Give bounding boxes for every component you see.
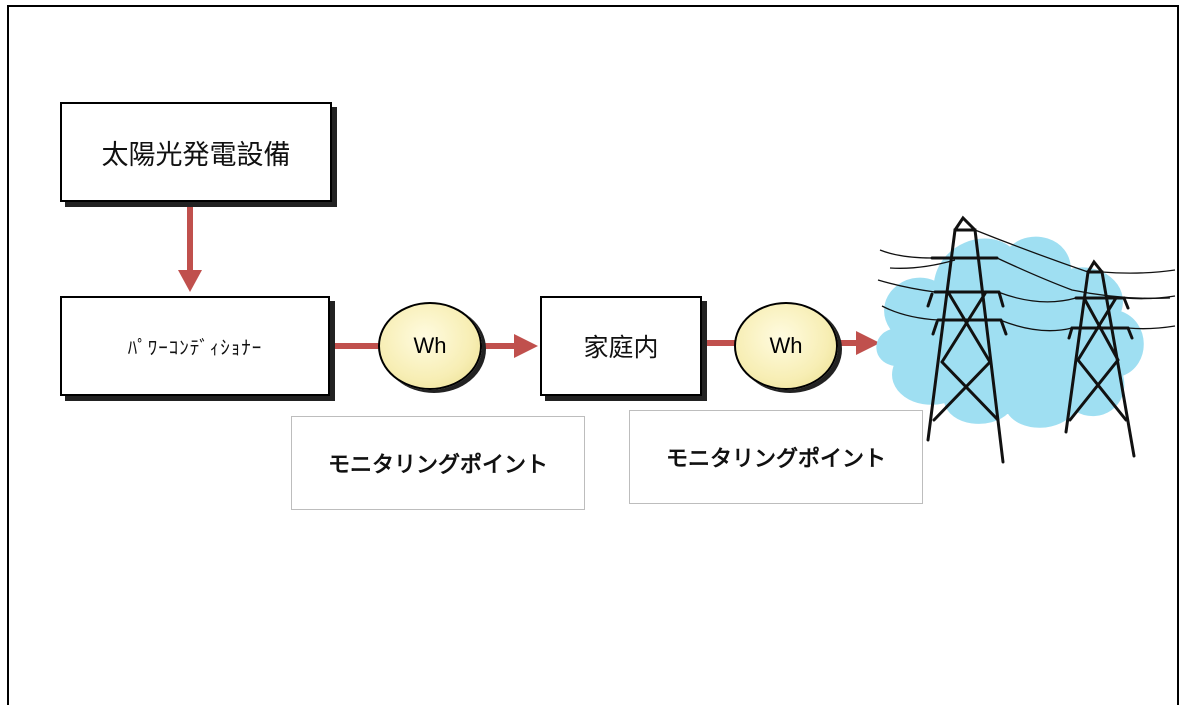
power-conditioner-box: ﾊﾟﾜｰｺﾝﾃﾞｨｼｮﾅｰ: [60, 296, 330, 396]
power-transmission-tower-icon: [926, 215, 1136, 464]
household-box: 家庭内: [540, 296, 702, 396]
diagram-frame: [7, 5, 1179, 705]
monitoring-point-label-2: モニタリングポイント: [629, 410, 923, 504]
power-lines: [877, 229, 1176, 332]
arrow-meter-to-home: [480, 334, 538, 358]
watt-hour-meter-2: Wh: [734, 302, 838, 390]
watt-hour-meter-1: Wh: [378, 302, 482, 390]
monitoring-point-label-1: モニタリングポイント: [291, 416, 585, 510]
arrow-meter-to-grid: [834, 331, 880, 355]
solar-power-equipment-box: 太陽光発電設備: [60, 102, 332, 202]
diagram-graphics: [178, 198, 1176, 464]
arrow-solar-to-pcs: [178, 198, 202, 292]
